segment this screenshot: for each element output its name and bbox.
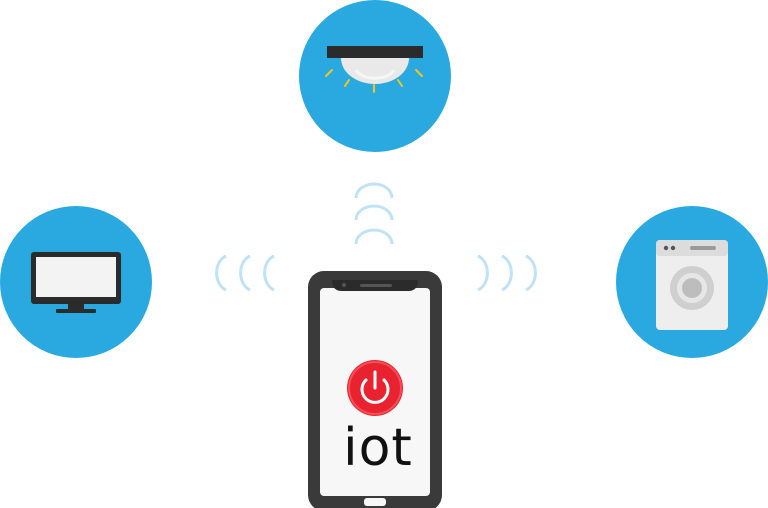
monitor-device — [0, 206, 152, 358]
phone-camera — [342, 283, 346, 287]
app-label: iot — [343, 418, 413, 478]
phone-speaker — [360, 284, 392, 287]
signal-waves-right — [477, 254, 537, 292]
signal-waves-top — [354, 182, 394, 245]
washing-machine-icon — [656, 240, 728, 330]
ceiling-light-device — [299, 0, 451, 152]
signal-waves-left — [215, 254, 275, 292]
phone-home-button[interactable] — [364, 498, 386, 506]
monitor-icon — [31, 252, 121, 313]
ceiling-light-icon — [325, 46, 423, 93]
washing-machine-device — [616, 206, 768, 358]
power-icon[interactable] — [347, 360, 403, 416]
